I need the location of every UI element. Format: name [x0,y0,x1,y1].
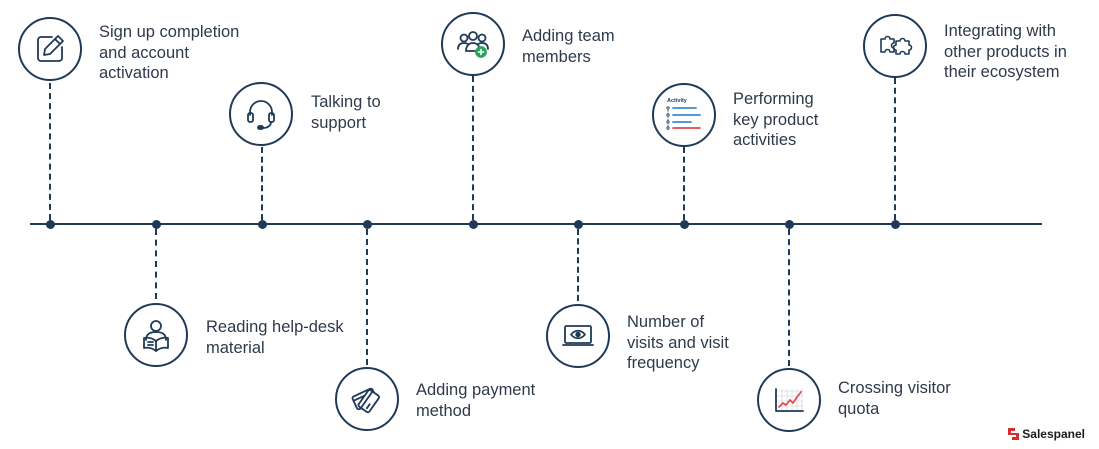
milestone-icon-circle [441,12,505,76]
milestone-label: Crossing visitor quota [838,379,951,418]
milestone-label: Talking to support [311,93,381,132]
milestone-icon-circle [335,367,399,431]
pencil-edit-icon [37,35,64,62]
brand-logo: Salespanel [1008,427,1085,441]
timeline-dot [890,219,900,229]
team-add-icon [457,31,489,58]
timeline-dot [679,219,689,229]
headset-icon [247,100,275,130]
payment-cards-icon [351,387,380,414]
milestone-icon-circle [18,17,82,81]
milestone-label: Integrating with other products in their… [944,22,1067,81]
timeline-dot [468,219,478,229]
connector-line [683,147,685,220]
monitor-eye-icon [562,325,594,346]
timeline-dot [151,219,161,229]
milestone-label: Adding team members [522,27,615,66]
milestone-label: Number of visits and visit frequency [627,313,729,372]
milestone-label: Adding payment method [416,381,536,420]
salespanel-logo-icon [1008,428,1020,440]
connector-line [472,76,474,220]
connector-line [49,83,51,220]
milestone-label: Sign up completion and account activatio… [99,23,240,82]
timeline-dot [784,219,794,229]
connector-line [577,229,579,301]
milestone-icon-circle [546,304,610,368]
milestone-label: Performing key product activities [733,90,819,149]
connector-line [894,78,896,220]
activity-list-icon: Activity [666,98,701,131]
puzzle-pieces-icon [880,35,913,55]
milestone-icon-circle [124,303,188,367]
milestone-icon-circle: Activity [652,83,716,147]
rising-chart-icon [775,388,804,412]
connector-line [788,229,790,366]
connector-line [366,229,368,365]
timeline-axis [30,223,1042,225]
activity-icon-text: Activity [667,98,688,104]
timeline-dot [573,219,583,229]
milestone-icon-circle [229,82,293,146]
brand-name: Salespanel [1022,427,1085,441]
milestone-icon-circle [757,368,821,432]
milestone-label: Reading help-desk material [206,318,344,357]
timeline-dot [362,219,372,229]
connector-line [155,229,157,299]
timeline-dot [257,219,267,229]
timeline-dot [45,219,55,229]
milestone-icon-circle [863,14,927,78]
connector-line [261,147,263,220]
person-reading-icon [143,320,169,352]
